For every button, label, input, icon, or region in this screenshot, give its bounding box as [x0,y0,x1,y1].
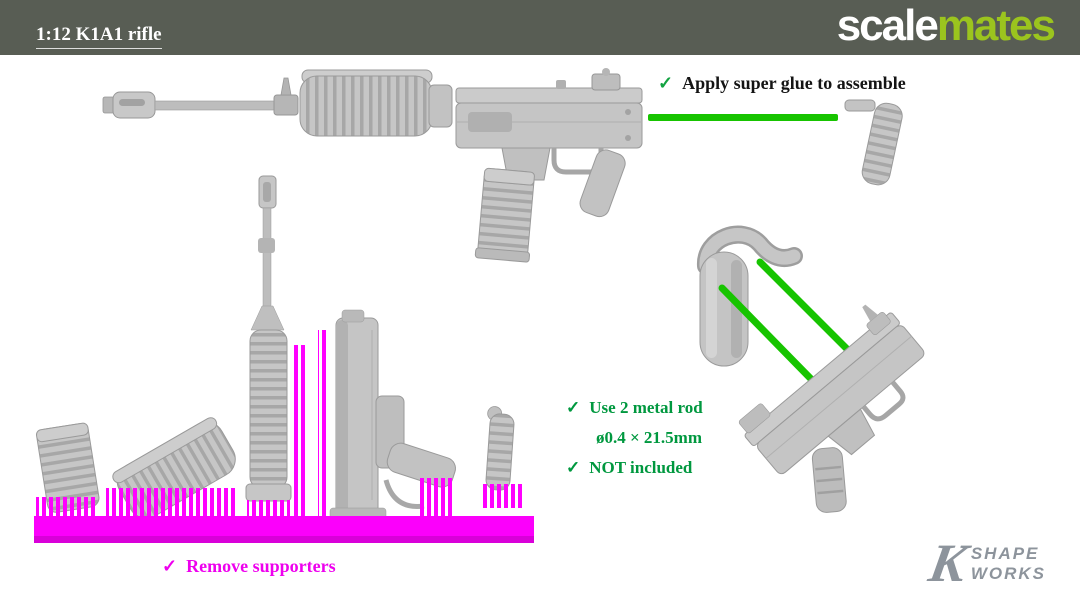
glue-rod-line [648,114,838,121]
illustration-barrel-assembly [102,69,453,137]
shapeworks-logo: K SHAPE WORKS [925,533,1046,593]
illustration-magazine [474,167,535,263]
brand-scale-text: scale [836,1,939,50]
note-rod-line1: ✓ Use 2 metal rod [566,393,703,423]
note-metal-rods: ✓ Use 2 metal rod ø0.4 × 21.5mm ✓ NOT incl… [566,393,703,483]
illustration-magazine-supported-left [35,422,100,513]
metal-rod-1 [718,284,816,384]
shapeworks-shape-text: SHAPE [970,543,1040,563]
support-fringe [36,497,98,519]
note-remove-supports: ✓ Remove supporters [162,556,336,577]
note-apply-glue: ✓ Apply super glue to assemble [658,73,906,94]
metal-rod-2 [756,258,854,356]
support-base [34,516,534,543]
support-fringe [480,484,522,508]
support-column [294,345,305,517]
note-remove-text: Remove supporters [186,556,336,576]
check-icon: ✓ [658,73,674,93]
note-rod-line3-text: NOT included [589,458,693,477]
shapeworks-k-glyph: K [924,533,972,594]
check-icon: ✓ [566,398,581,417]
brand-mates-text: mates [936,1,1056,50]
support-column [318,330,329,517]
header-bar: 1:12 K1A1 rifle scalemates [0,0,1080,55]
shapeworks-wordmark: SHAPE WORKS [971,544,1046,584]
note-rod-line2: ø0.4 × 21.5mm [566,423,703,453]
page-title: 1:12 K1A1 rifle [36,24,162,49]
illustration-grip-piece-supported [485,406,515,491]
check-icon: ✓ [566,458,581,477]
illustration-receiver-folded [738,304,925,513]
parts-illustration [34,68,925,543]
shapeworks-works-text: WORKS [970,563,1046,583]
check-icon: ✓ [162,556,178,576]
support-fringe [247,500,290,518]
note-rod-line2-text: ø0.4 × 21.5mm [596,428,703,447]
note-apply-glue-text: Apply super glue to assemble [682,73,906,93]
note-rod-line1-text: Use 2 metal rod [589,398,703,417]
support-fringe [420,478,454,518]
illustration-folded-stock [697,225,803,367]
illustration-receiver-upright [329,309,456,523]
support-fringe [106,488,238,518]
note-rod-line3: ✓ NOT included [566,453,703,483]
illustration-stock-piece [844,99,903,186]
illustration-barrel-upright [245,175,292,502]
instruction-canvas: ✓ Apply super glue to assemble ✓ Use 2 met… [0,55,1080,608]
scalemates-logo[interactable]: scalemates [836,0,1056,53]
illustration-receiver [455,68,643,218]
